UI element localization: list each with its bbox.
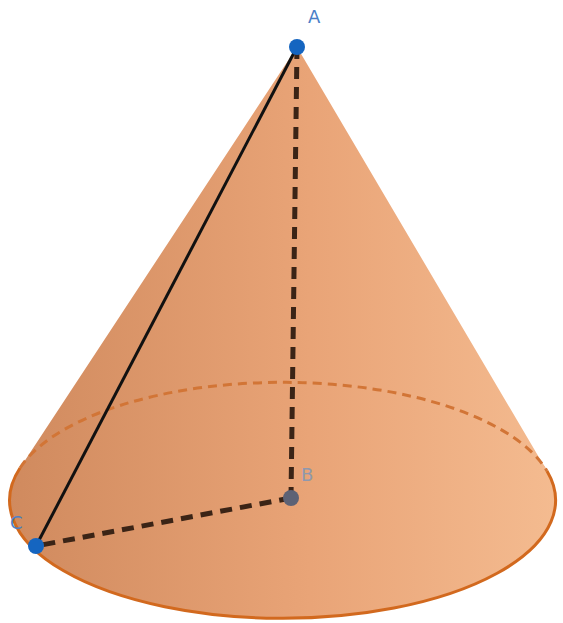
base-point bbox=[28, 538, 44, 554]
center-point bbox=[283, 490, 299, 506]
point-label: B bbox=[301, 466, 313, 484]
slant-segment bbox=[36, 47, 297, 546]
cone-surface bbox=[10, 47, 556, 618]
point-label: A bbox=[308, 8, 320, 26]
apex-point bbox=[289, 39, 305, 55]
base-front-arc bbox=[10, 468, 556, 618]
radius-segment bbox=[36, 498, 291, 546]
height-segment bbox=[291, 47, 297, 498]
point-label: C bbox=[10, 514, 23, 532]
